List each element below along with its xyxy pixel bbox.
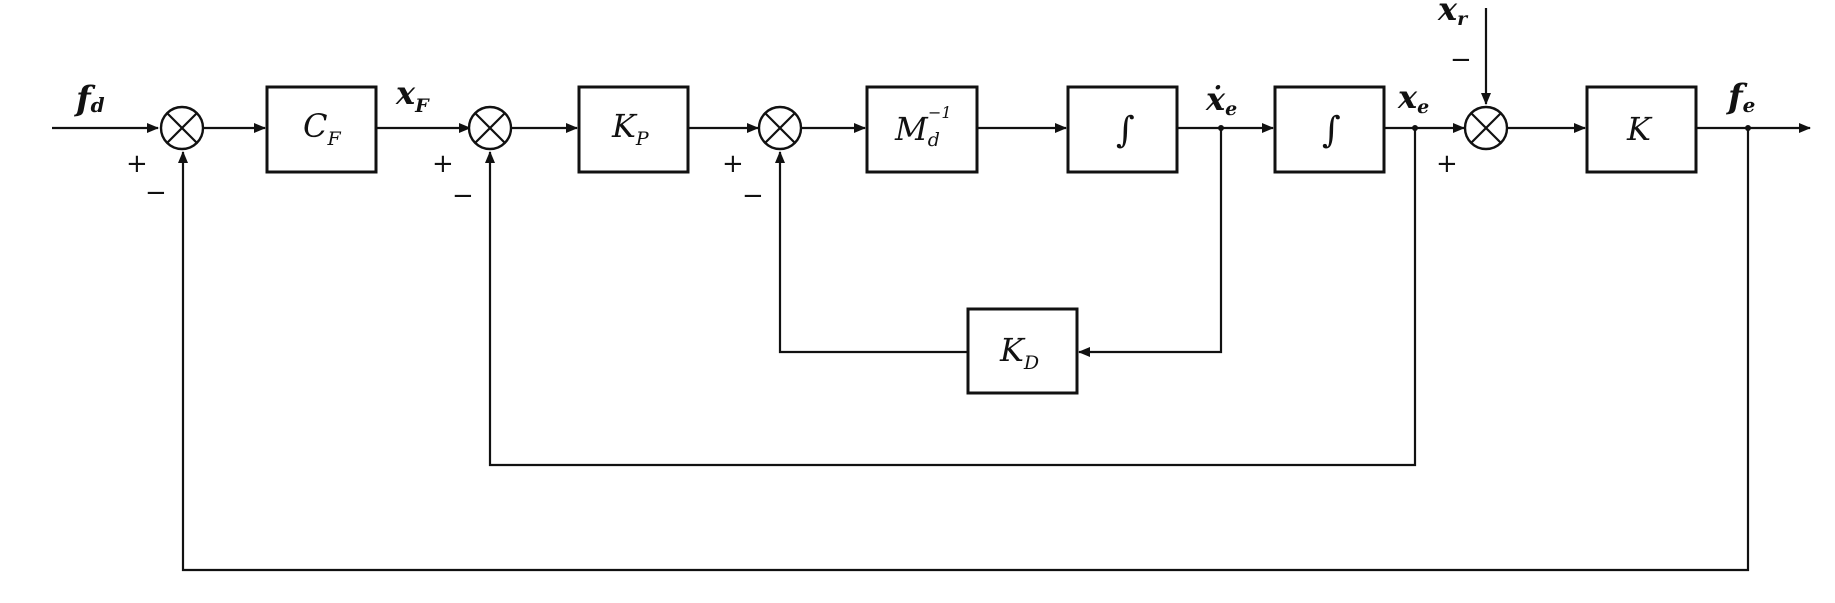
junction-xe xyxy=(1412,125,1418,131)
signal-xe: xe xyxy=(1397,78,1429,118)
signal-xe-dot: ẋe xyxy=(1205,80,1237,120)
svg-text:Md: Md xyxy=(894,110,940,151)
sign-sum2-plus: + xyxy=(432,149,454,179)
sign-sum2-minus: − xyxy=(452,181,474,211)
svg-text:∫: ∫ xyxy=(1116,110,1135,151)
sign-sum4-minus: − xyxy=(1450,45,1472,75)
block-kd: KD xyxy=(966,307,1079,395)
summing-junction-3 xyxy=(757,105,803,151)
signal-xf: xF xyxy=(395,74,430,117)
signal-xr: xr xyxy=(1437,0,1469,30)
wire-kd-to-sum3 xyxy=(775,151,967,354)
block-integrator-2: ∫ xyxy=(1273,85,1386,174)
junction-fe xyxy=(1745,125,1751,131)
left-margin xyxy=(0,0,48,603)
sign-sum3-minus: − xyxy=(742,181,764,211)
svg-text:CF: CF xyxy=(303,107,341,150)
sign-sum1-minus: − xyxy=(145,178,167,208)
svg-text:∫: ∫ xyxy=(1322,110,1341,151)
wire-xedot-to-kd xyxy=(1078,128,1223,357)
junction-xe-dot xyxy=(1218,125,1224,131)
summing-junction-1 xyxy=(159,105,205,151)
svg-text:KD: KD xyxy=(999,331,1039,374)
block-cf: CF xyxy=(265,85,378,174)
svg-text:K: K xyxy=(1626,110,1653,148)
signal-fd: fd xyxy=(74,79,105,119)
svg-text:−1: −1 xyxy=(928,103,952,122)
summing-junction-2 xyxy=(467,105,513,151)
signal-fe: fe xyxy=(1726,77,1755,117)
block-k: K xyxy=(1585,85,1698,174)
sign-sum3-plus: + xyxy=(722,149,744,179)
wire-fe-to-sum1 xyxy=(178,128,1750,572)
block-md-inverse: Md −1 xyxy=(865,85,979,174)
sign-sum1-plus: + xyxy=(126,149,148,179)
svg-text:KP: KP xyxy=(611,107,650,150)
wires xyxy=(52,8,1811,572)
block-integrator-1: ∫ xyxy=(1066,85,1179,174)
wire-xe-to-sum2 xyxy=(485,128,1417,467)
sign-sum4-plus: + xyxy=(1436,149,1458,179)
block-kp: KP xyxy=(577,85,690,174)
summing-junction-4 xyxy=(1463,105,1509,151)
